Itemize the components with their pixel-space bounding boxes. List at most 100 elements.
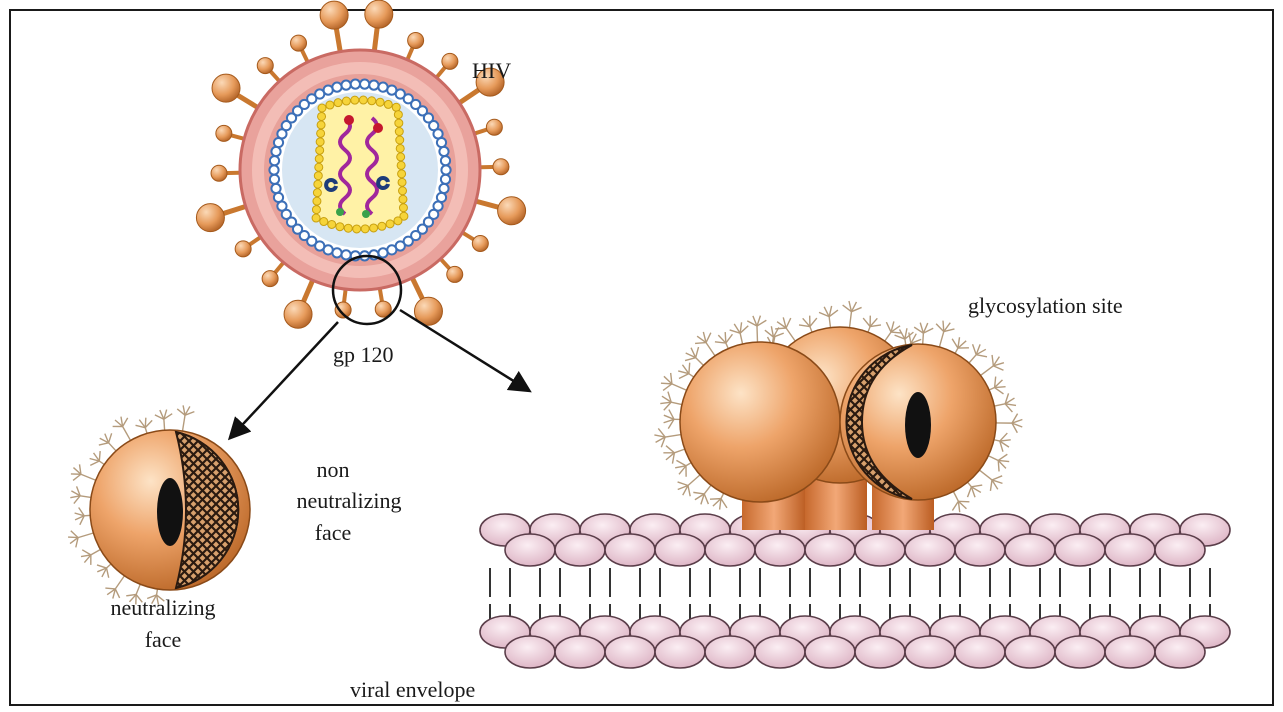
- glycan-branch: [995, 388, 1004, 394]
- glycan-branch: [105, 588, 115, 589]
- glycan: [678, 363, 694, 379]
- glycan-branch: [886, 322, 891, 332]
- glycan-stem: [885, 332, 891, 341]
- glycan-branch: [661, 383, 672, 384]
- spike-head: [216, 125, 232, 141]
- glycan: [989, 377, 1005, 394]
- glycan: [693, 485, 711, 504]
- trimer-binding-pocket: [905, 392, 931, 458]
- spike-head: [262, 271, 278, 287]
- glycan-stem: [164, 419, 165, 430]
- glycan: [819, 306, 838, 328]
- lipid-head: [655, 534, 705, 566]
- glycan-stem: [80, 496, 91, 498]
- glycan-stem: [726, 343, 728, 349]
- spike-head: [442, 53, 458, 69]
- capsid-bead: [376, 98, 384, 106]
- glycan-branch: [973, 344, 977, 354]
- glycan-stem: [994, 404, 1005, 406]
- glycan: [843, 301, 862, 328]
- glycan-stem: [969, 355, 976, 363]
- matrix-bead: [439, 147, 448, 156]
- glycan: [675, 460, 691, 476]
- capsid-bead: [334, 99, 342, 107]
- spike-head: [284, 300, 312, 328]
- capsid-bead: [351, 96, 359, 104]
- glycan: [994, 433, 1011, 452]
- gp120-monomer: [68, 405, 250, 604]
- matrix-bead: [332, 83, 341, 92]
- glycan: [695, 332, 715, 356]
- glycan-branch: [90, 461, 99, 465]
- capsid-bead: [395, 128, 403, 136]
- glycan-stem: [988, 456, 998, 461]
- glycan-branch: [992, 476, 1002, 480]
- glycan: [710, 493, 727, 509]
- lipid-head: [755, 636, 805, 668]
- capsid-bead: [396, 144, 404, 152]
- glycan: [660, 392, 682, 411]
- capsid-bead: [315, 163, 323, 171]
- glycan-stem: [850, 312, 852, 328]
- glycan-branch: [721, 499, 727, 508]
- binding-pocket: [157, 478, 183, 546]
- capsid-bead: [368, 97, 376, 105]
- glycan-stem: [953, 491, 958, 501]
- spike-head: [472, 236, 488, 252]
- lipid-head: [805, 534, 855, 566]
- glycan-branch: [99, 443, 109, 445]
- glycan-branch: [123, 418, 128, 427]
- lipid-head: [555, 636, 605, 668]
- glycan-branch: [952, 339, 958, 348]
- integrase: [336, 208, 344, 216]
- glycan-stem: [696, 358, 704, 366]
- reverse-transcriptase: [373, 123, 383, 133]
- lipid-head: [1155, 636, 1205, 668]
- glycan-branch: [952, 501, 958, 510]
- matrix-bead: [270, 156, 279, 165]
- spike-head: [211, 165, 227, 181]
- glycan-branch: [82, 550, 91, 555]
- glycan-branch: [693, 492, 704, 494]
- glycan-stem: [91, 549, 101, 554]
- glycan: [936, 321, 954, 347]
- glycan: [177, 405, 194, 431]
- matrix-bead: [439, 184, 448, 193]
- capsid-bead: [399, 195, 407, 203]
- glycan-branch: [710, 499, 721, 500]
- matrix-bead: [441, 156, 450, 165]
- glycan: [654, 428, 681, 447]
- matrix-bead: [269, 165, 278, 174]
- glycan-stem: [115, 576, 124, 589]
- capsid-bead: [316, 138, 324, 146]
- capsid-bead: [394, 217, 402, 225]
- gp120-sphere-left: [680, 342, 840, 502]
- label-neutralizing-line2: face: [145, 627, 182, 652]
- capsid-bead: [318, 112, 326, 120]
- glycan: [113, 417, 131, 441]
- glycan-stem: [81, 474, 96, 480]
- glycan-stem: [757, 326, 758, 342]
- glycan-branch: [666, 446, 674, 453]
- lipid-heads-inner: [480, 616, 1230, 668]
- glycan: [68, 531, 93, 548]
- glycan-stem: [109, 443, 116, 451]
- capsid-bead: [315, 155, 323, 163]
- capsid-bead: [396, 136, 404, 144]
- glycan-stem: [78, 533, 93, 538]
- glycan: [99, 433, 116, 451]
- glycan-branch: [689, 363, 690, 374]
- capsid-bead: [386, 220, 394, 228]
- glycan-branch: [676, 460, 686, 465]
- spike-head: [257, 58, 273, 74]
- glycan: [71, 464, 96, 480]
- arrow-to-trimer: [400, 310, 528, 390]
- glycan: [952, 337, 969, 353]
- capsid-bead: [384, 100, 392, 108]
- spike-head: [498, 197, 526, 225]
- capsid-bead: [394, 111, 402, 119]
- glycan-stem: [706, 343, 715, 356]
- reverse-transcriptase: [344, 115, 354, 125]
- lipid-head: [1055, 534, 1105, 566]
